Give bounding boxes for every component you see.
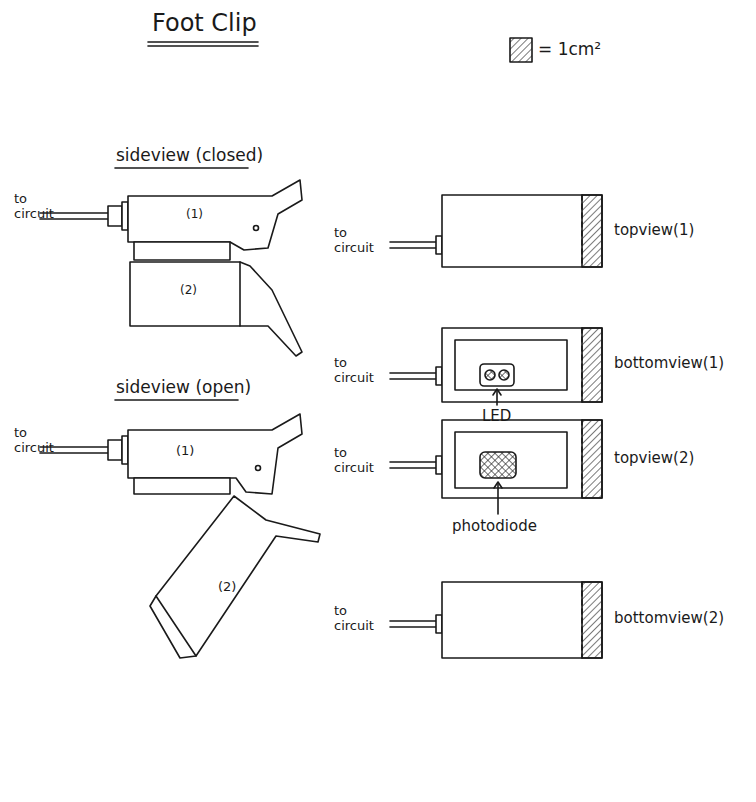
part-number: (2)	[218, 580, 236, 595]
part-number: (1)	[176, 444, 194, 459]
cable-label: to circuit	[14, 426, 66, 456]
view-title: sideview (open)	[116, 378, 251, 398]
part-name: photodiode	[452, 518, 537, 535]
cable-label: to circuit	[334, 356, 386, 386]
view-name: topview(1)	[614, 222, 694, 239]
view-title: sideview (closed)	[116, 146, 263, 166]
part-number: (1)	[186, 208, 203, 222]
part-number: (2)	[180, 284, 197, 298]
view-name: bottomview(1)	[614, 355, 724, 372]
part-name: LED	[482, 408, 511, 425]
cable-label: to circuit	[334, 604, 386, 634]
legend-text: = 1cm²	[538, 40, 601, 60]
cable-label: to circuit	[334, 446, 386, 476]
cable-label: to circuit	[334, 226, 386, 256]
title: Foot Clip	[152, 10, 257, 38]
cable-label: to circuit	[14, 192, 66, 222]
view-name: bottomview(2)	[614, 610, 724, 627]
view-name: topview(2)	[614, 450, 694, 467]
